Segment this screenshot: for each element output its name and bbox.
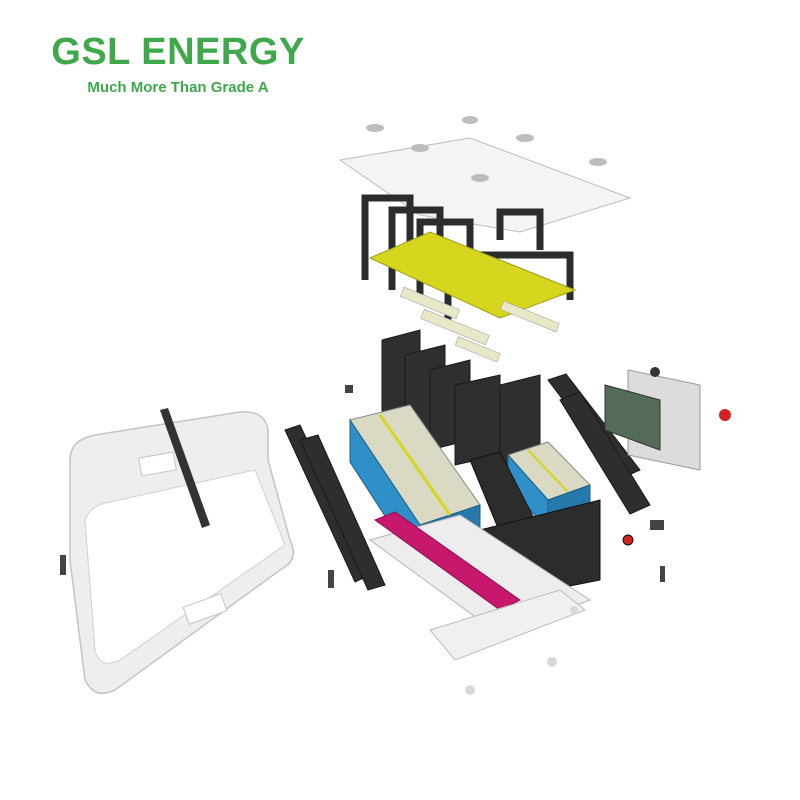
loose-fasteners [60,385,665,695]
brand-logo: GSL ENERGY Much More Than Grade A [48,30,308,98]
busbar-tabs [399,286,560,363]
brand-tagline: Much More Than Grade A [87,79,269,96]
brand-name: GSL ENERGY [51,31,305,73]
bms-board [604,367,731,471]
side-rails [284,373,651,591]
top-lid [338,116,632,233]
enclosure-shell [69,408,295,695]
base-plate [368,511,592,661]
busbar-plate [368,231,577,319]
separator-plates [381,329,541,481]
